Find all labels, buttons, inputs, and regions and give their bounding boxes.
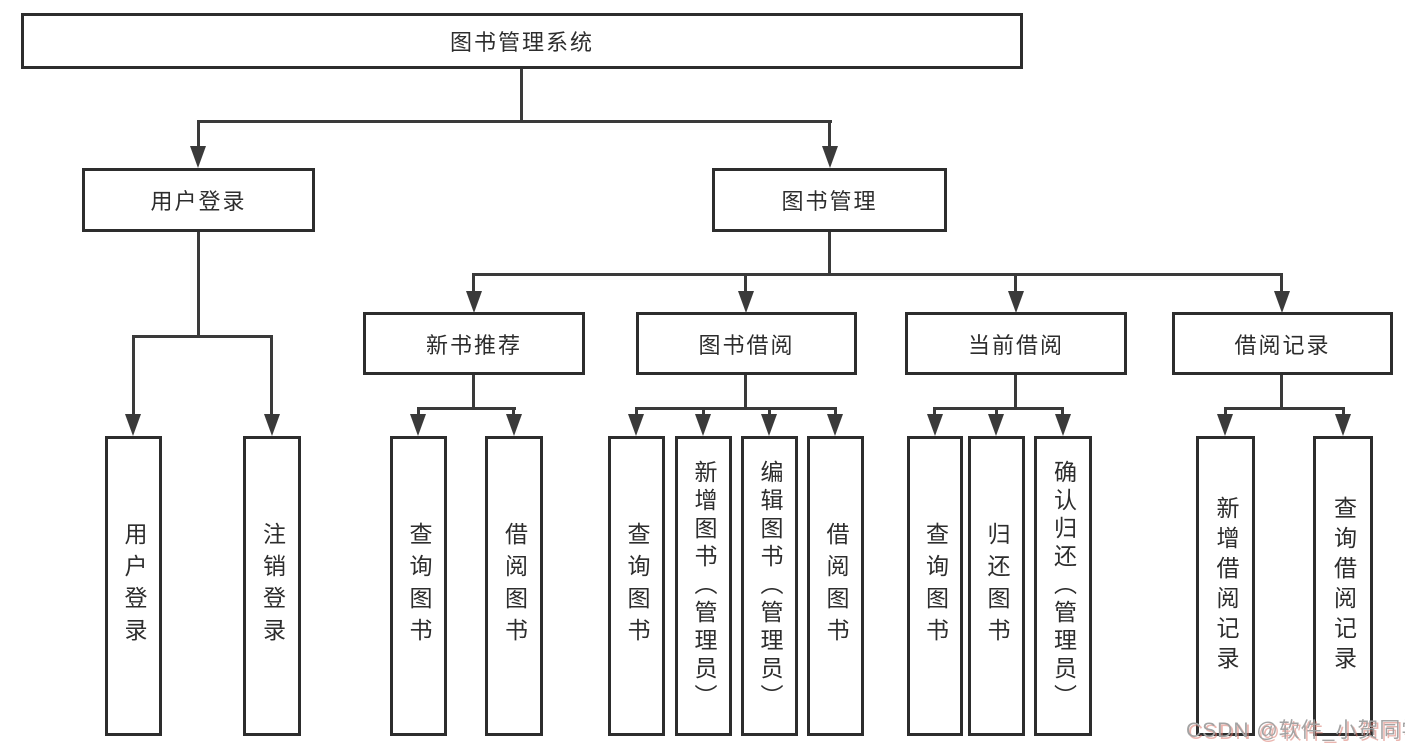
node-leaf-add-book-admin: 新增图书（管理员） [675, 436, 732, 736]
node-leaf-query-book-rec: 查询图书 [390, 436, 447, 736]
arrow-down-icon [1335, 414, 1351, 436]
node-book-mgmt-branch: 图书管理 [712, 168, 947, 232]
node-label: 借阅图书 [823, 522, 849, 650]
node-label: 当前借阅 [967, 332, 1064, 358]
arrow-down-icon [738, 291, 754, 313]
node-label: 查询图书 [922, 522, 949, 650]
connector-line-vertical [520, 69, 523, 120]
connector-line-horizontal [635, 407, 837, 410]
connector-line-vertical [197, 232, 200, 335]
arrow-down-icon [1217, 414, 1233, 436]
node-book-borrow: 图书借阅 [636, 312, 857, 375]
node-leaf-borrow-book-borrow: 借阅图书 [807, 436, 864, 736]
arrow-down-icon [1008, 291, 1024, 313]
node-leaf-logout: 注销登录 [243, 436, 301, 736]
arrow-down-icon [822, 146, 838, 168]
node-root: 图书管理系统 [21, 13, 1023, 69]
node-label: 查询图书 [624, 522, 650, 650]
arrow-down-icon [988, 414, 1004, 436]
node-leaf-confirm-return-admin: 确认归还（管理员） [1034, 436, 1092, 736]
arrow-down-icon [1274, 291, 1290, 313]
connector-line-horizontal [472, 273, 1283, 276]
node-borrow-record: 借阅记录 [1172, 312, 1393, 375]
arrow-down-icon [410, 414, 426, 436]
arrow-down-icon [761, 414, 777, 436]
node-leaf-edit-book-admin: 编辑图书（管理员） [741, 436, 798, 736]
node-user-login-branch: 用户登录 [82, 168, 315, 232]
arrow-down-icon [264, 414, 280, 436]
connector-line-vertical [417, 407, 420, 414]
node-label: 确认归还（管理员） [1050, 460, 1077, 712]
connector-line-horizontal [417, 407, 516, 410]
connector-line-vertical [512, 407, 515, 414]
node-leaf-query-borrow-record: 查询借阅记录 [1313, 436, 1373, 736]
connector-line-vertical [768, 407, 771, 414]
connector-line-vertical [933, 407, 936, 414]
connector-line-vertical [270, 335, 273, 414]
node-label: 编辑图书（管理员） [757, 460, 783, 712]
node-leaf-query-book-borrow: 查询图书 [608, 436, 665, 736]
connector-line-vertical [1224, 407, 1227, 414]
arrow-down-icon [506, 414, 522, 436]
arrow-down-icon [827, 414, 843, 436]
connector-line-vertical [197, 120, 200, 146]
connector-line-vertical [1280, 273, 1283, 291]
connector-line-vertical [1014, 375, 1017, 407]
connector-line-horizontal [132, 335, 273, 338]
connector-line-vertical [828, 232, 831, 273]
connector-line-vertical [1014, 273, 1017, 291]
node-label: 新增借阅记录 [1213, 496, 1239, 676]
connector-line-vertical [744, 273, 747, 291]
csdn-watermark: CSDN @软件_小贺同学 [1186, 719, 1405, 742]
node-label: 查询图书 [406, 522, 432, 650]
node-label: 归还图书 [984, 522, 1010, 650]
node-current-borrow: 当前借阅 [905, 312, 1127, 375]
arrow-down-icon [190, 146, 206, 168]
connector-line-vertical [635, 407, 638, 414]
node-leaf-query-book-current: 查询图书 [907, 436, 963, 736]
arrow-down-icon [695, 414, 711, 436]
connector-line-vertical [1280, 375, 1283, 407]
node-label: 新增图书（管理员） [691, 460, 717, 712]
connector-line-vertical [132, 335, 135, 414]
node-label: 新书推荐 [425, 332, 522, 358]
connector-line-vertical [472, 375, 475, 407]
connector-line-vertical [744, 375, 747, 407]
arrow-down-icon [927, 414, 943, 436]
node-label: 图书管理 [781, 189, 878, 214]
connector-line-vertical [1342, 407, 1345, 414]
connector-line-vertical [828, 120, 831, 146]
arrow-down-icon [125, 414, 141, 436]
node-leaf-user-login: 用户登录 [105, 436, 162, 736]
connector-line-horizontal [933, 407, 1064, 410]
connector-line-horizontal [197, 120, 832, 123]
node-leaf-return-book: 归还图书 [968, 436, 1025, 736]
node-label: 用户登录 [121, 522, 147, 650]
node-leaf-borrow-book-rec: 借阅图书 [485, 436, 543, 736]
node-label: 借阅记录 [1234, 332, 1331, 358]
arrow-down-icon [466, 291, 482, 313]
connector-line-vertical [995, 407, 998, 414]
node-label: 借阅图书 [501, 522, 528, 650]
connector-line-horizontal [1224, 407, 1345, 410]
node-label: 查询借阅记录 [1330, 496, 1357, 676]
node-label: 图书管理系统 [449, 30, 594, 55]
connector-line-vertical [472, 273, 475, 291]
arrow-down-icon [628, 414, 644, 436]
arrow-down-icon [1055, 414, 1071, 436]
connector-line-vertical [834, 407, 837, 414]
node-leaf-add-borrow-record: 新增借阅记录 [1196, 436, 1255, 736]
node-label: 用户登录 [150, 189, 247, 214]
node-label: 注销登录 [259, 522, 286, 650]
node-label: 图书借阅 [698, 332, 795, 358]
connector-line-vertical [702, 407, 705, 414]
connector-line-vertical [1061, 407, 1064, 414]
node-new-book-rec: 新书推荐 [363, 312, 585, 375]
